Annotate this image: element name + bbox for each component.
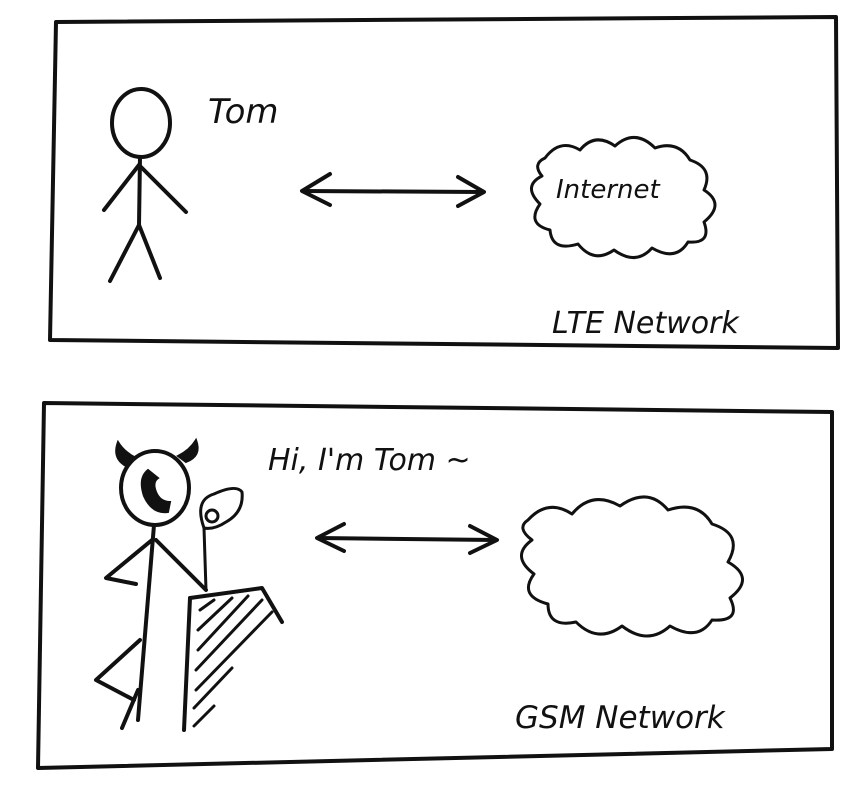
double-arrow-icon [315,522,499,555]
devil-figure-icon [94,437,244,730]
cliff-hatching-icon [182,586,284,732]
devil-horns-icon [115,439,138,468]
speech-text: Hi, I'm Tom ~ [268,443,471,478]
lte-network-label: LTE Network [552,306,740,341]
panel-gsm: Hi, I'm Tom ~ GSM Network [36,401,834,770]
panel-lte: Tom Internet LTE Network [48,15,840,350]
cloud-icon [520,495,744,638]
tom-label: Tom [208,92,279,132]
internet-label: Internet [556,175,661,205]
phone-face-icon [140,468,172,514]
double-arrow-icon [300,172,486,208]
tom-figure-icon [102,87,188,283]
gsm-network-label: GSM Network [515,700,726,736]
panel-gsm-frame [36,401,834,770]
internet-cloud-icon [530,136,717,259]
panel-lte-frame [48,15,840,350]
